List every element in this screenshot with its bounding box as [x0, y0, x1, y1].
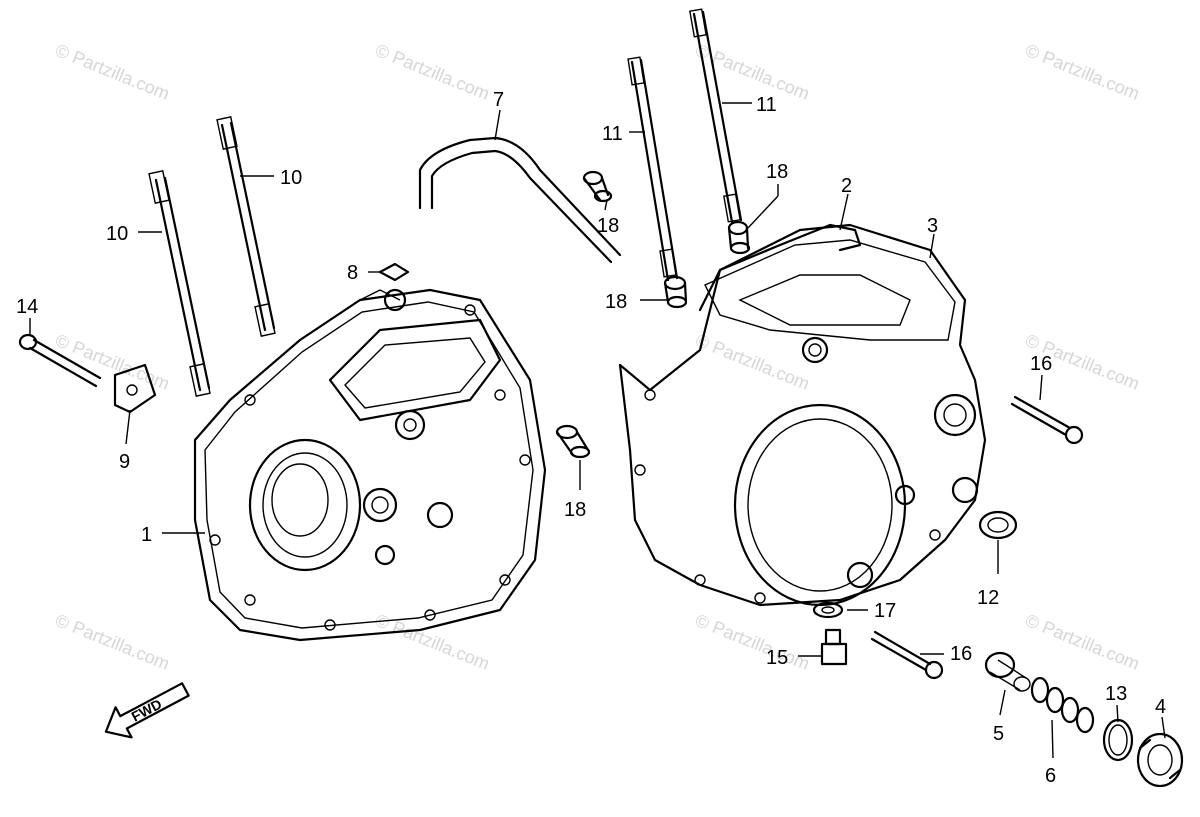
callout-11b: 11: [756, 94, 777, 116]
callout-8: 8: [347, 262, 358, 284]
callout-11a: 11: [602, 123, 623, 145]
callout-1: 1: [141, 524, 152, 546]
o-ring-13[interactable]: [1102, 718, 1134, 762]
callout-13: 13: [1105, 683, 1127, 705]
drain-bolt-15[interactable]: [820, 628, 848, 666]
stud-bolt-11-right[interactable]: [689, 8, 743, 224]
callout-3: 3: [927, 215, 938, 237]
callout-labels: 1 2 3 4 5 6 7 8 9 10 10 11 11 12 13 14 1…: [16, 89, 1166, 787]
bolt-14[interactable]: [18, 333, 102, 388]
callout-10b: 10: [280, 167, 302, 189]
oil-filter-cap-4[interactable]: [1136, 732, 1184, 788]
dowel-pin-18-upper-right[interactable]: [727, 220, 751, 255]
callout-14: 14: [16, 296, 38, 318]
forward-direction-arrow: FWD: [104, 682, 190, 739]
dowel-pin-18-top[interactable]: [582, 170, 613, 203]
callout-6: 6: [1045, 765, 1056, 787]
callout-4: 4: [1155, 696, 1166, 718]
breather-tube-7[interactable]: [418, 136, 622, 264]
svg-text:FWD: FWD: [129, 696, 165, 725]
stud-bolt-10-right[interactable]: [216, 116, 276, 337]
right-crankcase[interactable]: [618, 223, 987, 607]
bolt-16-upper[interactable]: [1010, 395, 1084, 445]
callout-15: 15: [766, 647, 788, 669]
dowel-pin-18-center[interactable]: [555, 424, 591, 459]
callout-16b: 16: [950, 643, 972, 665]
washer-17[interactable]: [812, 601, 844, 619]
callout-18a: 18: [597, 215, 619, 237]
oil-seal-12[interactable]: [978, 510, 1018, 540]
clip-8[interactable]: [378, 262, 410, 282]
spring-6[interactable]: [1030, 676, 1095, 734]
callout-18c: 18: [766, 161, 788, 183]
dowel-pin-18-mid[interactable]: [663, 275, 688, 309]
plate-9[interactable]: [113, 363, 157, 414]
callout-12: 12: [977, 587, 999, 609]
callout-10a: 10: [106, 223, 128, 245]
callout-18b: 18: [605, 291, 627, 313]
stud-bolt-11-left[interactable]: [627, 56, 679, 282]
leader-lines: [29, 102, 1166, 759]
stud-bolt-10-left[interactable]: [148, 170, 211, 397]
filter-screen-5[interactable]: [984, 651, 1031, 692]
callout-9: 9: [119, 451, 130, 473]
callout-5: 5: [993, 723, 1004, 745]
bolt-16-lower[interactable]: [870, 630, 944, 680]
left-crankcase[interactable]: [193, 288, 547, 642]
callout-16a: 16: [1030, 353, 1052, 375]
gasket-2[interactable]: [698, 223, 862, 312]
callout-17: 17: [874, 600, 896, 622]
callout-7: 7: [493, 89, 504, 111]
callout-2: 2: [841, 175, 852, 197]
callout-18d: 18: [564, 499, 586, 521]
